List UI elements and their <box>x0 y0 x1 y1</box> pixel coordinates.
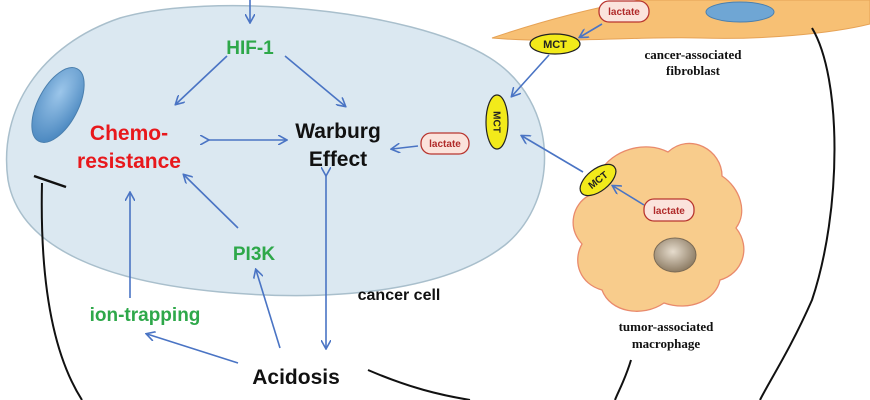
arrow-macrophage-mct-to-cell-mct <box>522 136 584 173</box>
macrophage-connector <box>614 359 632 400</box>
fibroblast-connector <box>759 27 836 400</box>
arrow-pi3k-to-chemo <box>184 175 239 229</box>
lactate-label: lactate <box>429 139 461 150</box>
arrow-lactate-to-warburg <box>392 146 419 149</box>
warburg-label-line1: Warburg <box>295 120 381 143</box>
arrow-acidosis-to-iontrapping <box>147 334 239 364</box>
fibroblast-label-line2: fibroblast <box>666 63 721 78</box>
arrow-fibroblast-mct-to-cell-mct <box>512 54 550 96</box>
acidosis-connector <box>367 369 471 400</box>
pi3k-label: PI3K <box>233 244 276 265</box>
lactate-label: lactate <box>653 206 685 217</box>
mct-macrophage: MCT <box>579 163 617 197</box>
inhibition-curve <box>40 182 83 400</box>
fibroblast-label-line1: cancer-associated <box>645 47 743 62</box>
macrophage-label-line1: tumor-associated <box>619 319 715 334</box>
cancer-cell-label: cancer cell <box>358 287 441 304</box>
arrow-acidosis-to-pi3k <box>256 270 281 349</box>
arrow-lactate-to-macrophage-mct <box>613 186 645 206</box>
mct-label: MCT <box>543 39 567 51</box>
macrophage-nucleus <box>653 237 697 273</box>
arrow-hif1-to-warburg <box>284 55 345 106</box>
chemoresistance-label-line2: resistance <box>77 150 181 173</box>
lactate-fibroblast: lactate <box>598 0 650 23</box>
mct-fibroblast: MCT <box>529 33 581 55</box>
lactate-macrophage: lactate <box>643 198 695 222</box>
lactate-cancer-cell: lactate <box>420 132 470 155</box>
mct-label: MCT <box>491 111 502 133</box>
ion-trapping-label: ion-trapping <box>90 305 201 326</box>
cancer-cell-nucleus <box>31 67 85 143</box>
lactate-label: lactate <box>608 7 640 18</box>
macrophage-label-line2: macrophage <box>632 336 701 351</box>
inhibition-bar <box>33 174 67 189</box>
mct-cancer-cell: MCT <box>485 94 509 150</box>
acidosis-label: Acidosis <box>252 366 340 389</box>
cancer-cell-membrane <box>5 4 546 297</box>
arrow-hif1-to-chemo <box>176 55 228 104</box>
warburg-label-line2: Effect <box>309 148 367 171</box>
chemoresistance-label-line1: Chemo- <box>90 122 168 145</box>
fibroblast-nucleus <box>705 1 775 23</box>
hif1-label: HIF-1 <box>226 38 274 59</box>
arrow-lactate-to-fibroblast-mct <box>580 23 603 37</box>
